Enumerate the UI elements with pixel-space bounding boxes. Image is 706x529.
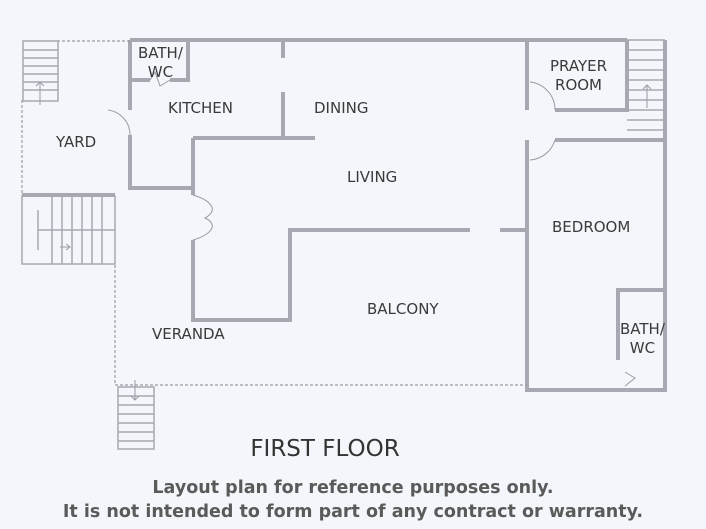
room-label-balcony: BALCONY [367, 300, 439, 318]
room-label-living: LIVING [347, 168, 398, 186]
room-label-yard: YARD [56, 133, 97, 151]
stairs-top-right [627, 39, 665, 131]
room-label-dining: DINING [314, 99, 369, 117]
room-label-bath-wc-right: BATH/ WC [620, 320, 665, 357]
dashed-boundaries [21, 40, 527, 386]
stairs-bottom [117, 380, 155, 450]
room-label-prayer-room: PRAYER ROOM [550, 57, 608, 94]
disclaimer-line-2: It is not intended to form part of any c… [62, 502, 644, 522]
room-label-veranda: VERANDA [152, 325, 225, 343]
doors [107, 70, 636, 387]
disclaimer-line-1: Layout plan for reference purposes only. [152, 478, 554, 498]
stairs-top-left [22, 40, 59, 105]
room-label-bath-wc-top: BATH/ WC [138, 44, 183, 81]
room-label-kitchen: KITCHEN [168, 99, 233, 117]
stairs-left [21, 193, 116, 265]
floor-title: FIRST FLOOR [250, 436, 400, 462]
room-label-bedroom: BEDROOM [552, 218, 631, 236]
